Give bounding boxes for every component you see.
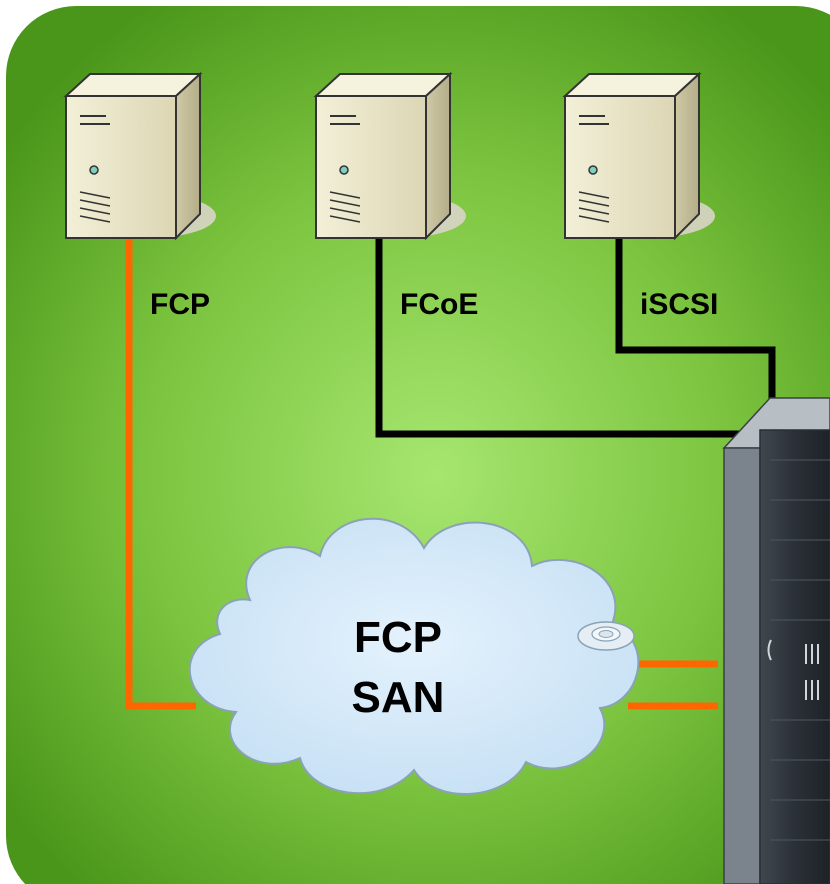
fcp-label: FCP (150, 288, 210, 321)
server-icon (63, 71, 216, 241)
cloud-label-line2: SAN (352, 673, 445, 722)
server-icon (313, 71, 466, 241)
fcoe-label: FCoE (400, 288, 478, 321)
links (125, 236, 776, 710)
iscsi-label: iSCSI (640, 288, 718, 321)
cloud-label-line1: FCP (354, 613, 442, 662)
cloud-icon: FCP SAN (188, 517, 640, 795)
fcp-link (125, 236, 196, 710)
iscsi-link (615, 236, 776, 400)
storage-rack-icon (722, 397, 830, 884)
server-icon (562, 71, 715, 241)
fcoe-link (375, 236, 740, 438)
